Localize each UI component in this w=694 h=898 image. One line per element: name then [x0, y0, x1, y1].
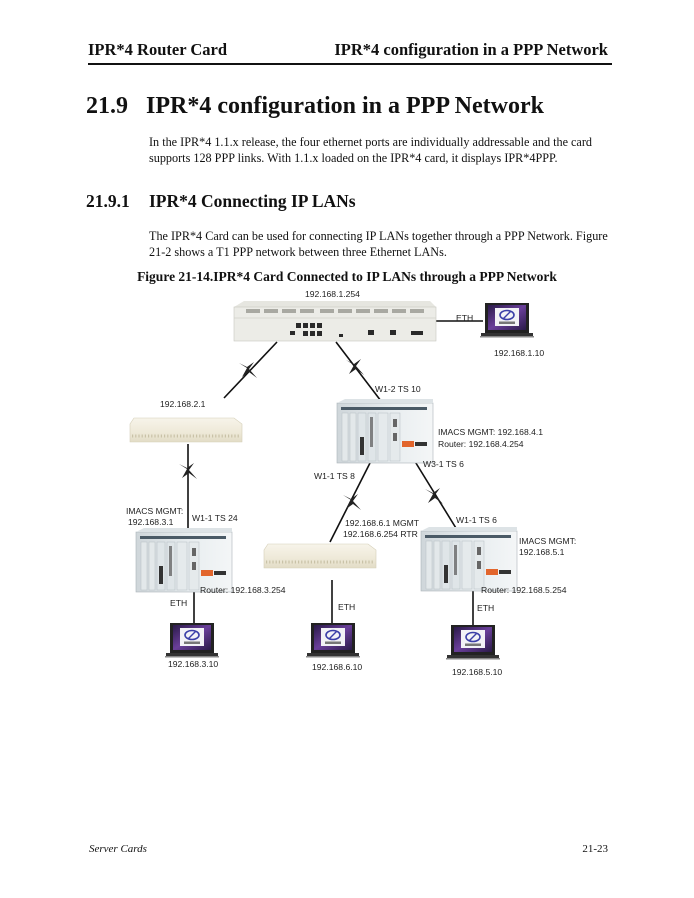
- left-router-label: Router: 192.168.3.254: [200, 585, 286, 595]
- running-header-left: IPR*4 Router Card: [88, 40, 228, 59]
- mid-laptop-ip-label: 192.168.6.10: [312, 662, 362, 672]
- center-right-link-label: W3-1 TS 6: [423, 459, 464, 469]
- t1-link-icon: [343, 494, 361, 510]
- left-modem-ip-label: 192.168.2.1: [160, 399, 206, 409]
- right-router-label: Router: 192.168.5.254: [481, 585, 567, 595]
- link-top-to-left-modem: [223, 341, 278, 399]
- left-mgmt-label-2: 192.168.3.1: [128, 517, 174, 527]
- section-number: 21.9: [86, 93, 128, 119]
- footer-left: Server Cards: [89, 843, 147, 855]
- left-eth-label: ETH: [170, 598, 187, 608]
- network-links: [187, 320, 483, 626]
- left-laptop-ip-label: 192.168.3.10: [168, 659, 218, 669]
- subsection-paragraph: The IPR*4 Card can be used for connectin…: [149, 229, 608, 259]
- right-imacs-rack: [420, 526, 518, 592]
- left-mgmt-label-1: IMACS MGMT:: [126, 506, 183, 516]
- center-link-label: W1-2 TS 10: [375, 384, 421, 394]
- top-laptop: [479, 302, 535, 339]
- top-router-chassis: [233, 301, 437, 342]
- top-laptop-ip-label: 192.168.1.10: [494, 348, 544, 358]
- center-mgmt-label: IMACS MGMT: 192.168.4.1: [438, 427, 543, 437]
- subsection-heading: 21.9.1 IPR*4 Connecting IP LANs: [86, 191, 356, 212]
- page-number: 21-23: [582, 843, 608, 855]
- link-top-to-center-rack: [335, 341, 382, 402]
- left-laptop: [164, 622, 220, 659]
- mid-eth-label: ETH: [338, 602, 355, 612]
- center-router-label: Router: 192.168.4.254: [438, 439, 524, 449]
- subsection-title: IPR*4 Connecting IP LANs: [149, 191, 356, 211]
- t1-link-icon: [425, 488, 443, 504]
- mid-rtr-label: 192.168.6.254 RTR: [343, 529, 418, 539]
- left-link-label: W1-1 TS 24: [192, 513, 238, 523]
- running-header-right: IPR*4 configuration in a PPP Network: [334, 40, 608, 59]
- t1-link-icon: [346, 359, 364, 375]
- right-eth-label: ETH: [477, 603, 494, 613]
- t1-link-icon: [239, 362, 257, 378]
- header-rule: [88, 63, 612, 65]
- mid-mgmt-label: 192.168.6.1 MGMT: [345, 518, 420, 528]
- center-imacs-rack: [336, 398, 434, 464]
- section-heading: 21.9 IPR*4 configuration in a PPP Network: [86, 93, 544, 120]
- right-mgmt-label-1: IMACS MGMT:: [519, 536, 576, 546]
- subsection-number: 21.9.1: [86, 191, 130, 211]
- section-title: IPR*4 configuration in a PPP Network: [146, 93, 544, 119]
- left-modem: [128, 416, 244, 444]
- mid-laptop: [305, 622, 361, 659]
- center-left-link-label: W1-1 TS 8: [314, 471, 355, 481]
- mid-modem: [262, 542, 378, 570]
- left-imacs-rack: [135, 527, 233, 593]
- right-link-label: W1-1 TS 6: [456, 515, 497, 525]
- right-mgmt-label-2: 192.168.5.1: [519, 547, 565, 557]
- right-laptop: [445, 624, 501, 661]
- figure-caption: Figure 21-14.IPR*4 Card Connected to IP …: [137, 269, 557, 284]
- top-eth-label: ETH: [456, 313, 473, 323]
- section-paragraph: In the IPR*4 1.1.x release, the four eth…: [149, 135, 592, 165]
- right-laptop-ip-label: 192.168.5.10: [452, 667, 502, 677]
- top-router-ip-label: 192.168.1.254: [305, 289, 360, 299]
